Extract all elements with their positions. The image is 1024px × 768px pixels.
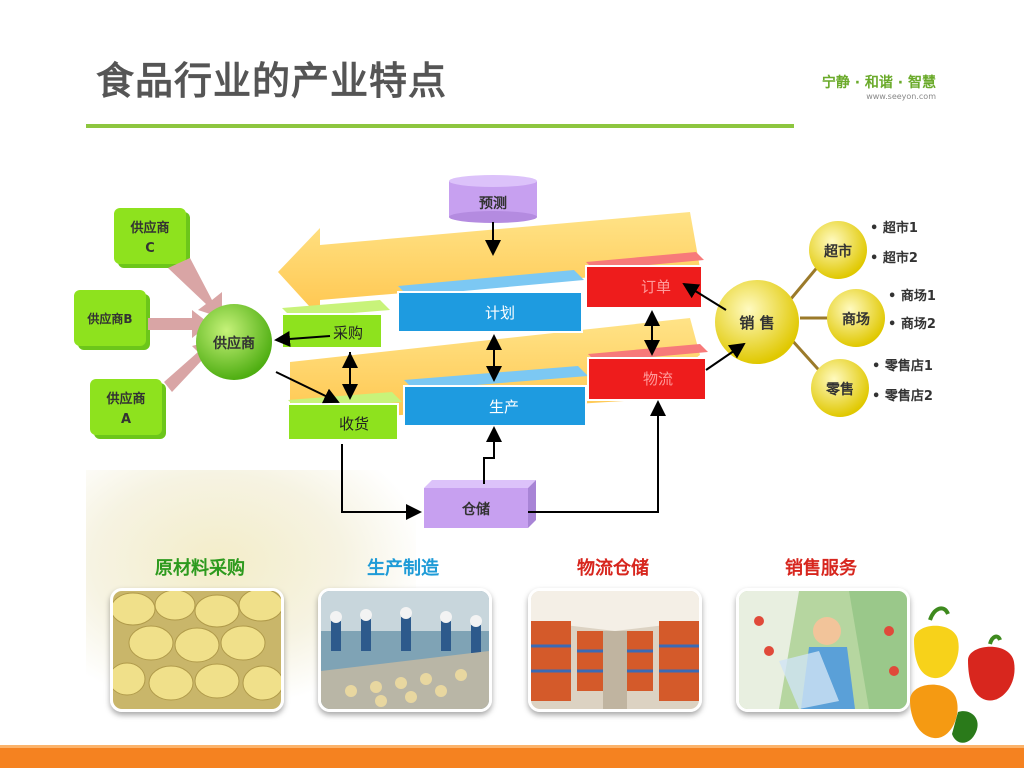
logistics-label: 物流	[643, 370, 673, 388]
forecast-cylinder: 预测	[449, 175, 537, 223]
purchase-box: 采购	[282, 300, 390, 348]
photo-potatoes	[110, 588, 284, 712]
mall-item: • 商场1	[888, 288, 936, 304]
receive-label: 收货	[339, 415, 369, 433]
supplier-c-box: 供应商 C	[114, 208, 190, 268]
logistics-box: 物流	[588, 344, 708, 400]
supplier-main-label: 供应商	[212, 335, 255, 352]
photo-warehouse	[528, 588, 702, 712]
supplier-a-label-1: 供应商	[105, 391, 145, 407]
photo-supermarket	[736, 588, 910, 712]
supplier-main-circle: 供应商	[196, 304, 272, 380]
supplier-c-label-2: C	[145, 241, 155, 256]
mall-item: • 商场2	[888, 316, 936, 332]
mall-label: 商场	[842, 311, 870, 328]
storage-box: 仓储	[424, 480, 536, 528]
supplier-a-label-2: A	[121, 412, 131, 427]
category-label-raw-material: 原材料采购	[115, 554, 285, 580]
retail-item: • 零售店1	[872, 358, 933, 374]
supplier-a-box: 供应商 A	[90, 379, 166, 439]
photo-factory	[318, 588, 492, 712]
purchase-label: 采购	[333, 324, 363, 342]
order-label: 订单	[641, 278, 671, 296]
retail-item: • 零售店2	[872, 388, 933, 404]
plan-label: 计划	[485, 304, 515, 322]
supplier-b-label: 供应商B	[86, 311, 132, 326]
order-box: 订单	[586, 252, 704, 308]
production-label: 生产	[489, 398, 519, 416]
sales-circle: 销 售	[715, 252, 830, 378]
supermarket-label: 超市	[823, 243, 852, 260]
peppers-decoration	[900, 600, 1024, 750]
category-label-sales: 销售服务	[736, 554, 906, 580]
storage-label: 仓储	[461, 501, 490, 518]
supermarket-circle: 超市	[809, 221, 867, 279]
retail-circle: 零售	[811, 359, 869, 417]
supermarket-item: • 超市2	[870, 250, 918, 266]
sales-label: 销 售	[739, 314, 774, 332]
retail-label: 零售	[825, 381, 854, 398]
category-label-logistics: 物流仓储	[528, 554, 698, 580]
category-label-manufacturing: 生产制造	[318, 554, 488, 580]
supermarket-item: • 超市1	[870, 220, 918, 236]
bottom-bar	[0, 748, 1024, 768]
mall-circle: 商场	[827, 289, 885, 347]
supplier-b-box: 供应商B	[74, 290, 150, 350]
forecast-label: 预测	[479, 195, 507, 212]
supplier-c-label-1: 供应商	[129, 220, 169, 236]
receive-box: 收货	[288, 392, 402, 440]
